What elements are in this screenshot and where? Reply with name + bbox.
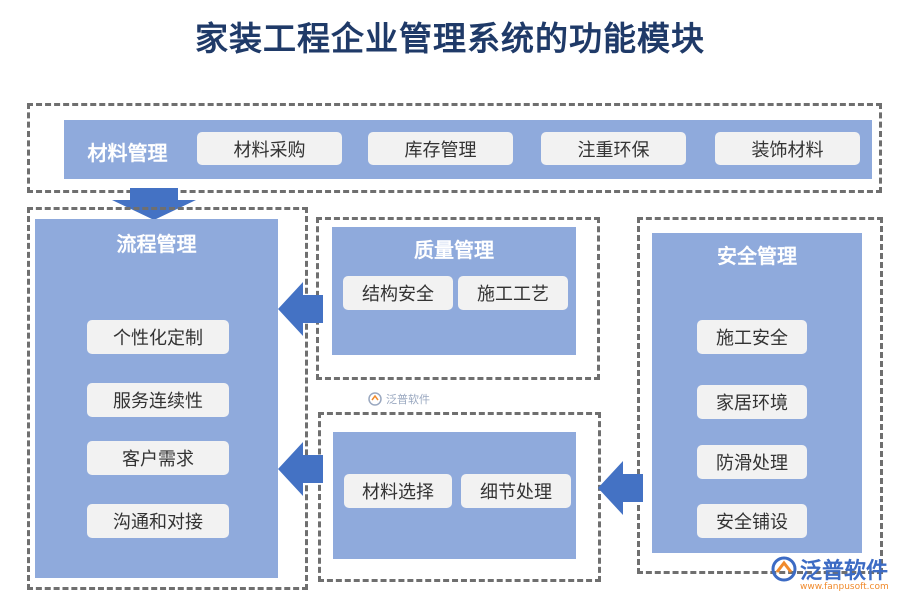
watermark: 泛普软件	[368, 391, 430, 407]
chip-eco: 注重环保	[541, 132, 686, 165]
chip-material-purchase: 材料采购	[197, 132, 342, 165]
chip-service-continuity: 服务连续性	[87, 383, 229, 417]
fanpu-logo-icon	[771, 556, 797, 582]
safety-section	[637, 217, 883, 574]
left-arrow-icon	[598, 461, 643, 515]
process-title: 流程管理	[116, 232, 197, 256]
down-arrow-icon	[112, 188, 196, 220]
brand-logo: 泛普软件 www.fanpusoft.com	[770, 553, 895, 597]
fanpu-watermark-icon	[368, 392, 382, 406]
page-title: 家装工程企业管理系统的功能模块	[195, 19, 705, 58]
chip-inventory: 库存管理	[368, 132, 513, 165]
chip-safe-laying: 安全铺设	[697, 504, 807, 538]
detail-section	[318, 412, 601, 582]
logo-url: www.fanpusoft.com	[800, 582, 889, 592]
chip-anti-slip: 防滑处理	[697, 445, 807, 479]
chip-construction-craft: 施工工艺	[458, 276, 568, 310]
watermark-text: 泛普软件	[386, 393, 430, 406]
safety-title: 安全管理	[717, 244, 797, 268]
logo-name: 泛普软件	[800, 559, 889, 584]
chip-communication: 沟通和对接	[87, 504, 229, 538]
chip-customization: 个性化定制	[87, 320, 229, 354]
materials-title: 材料管理	[87, 141, 168, 165]
chip-detail-handling: 细节处理	[461, 474, 571, 508]
quality-title: 质量管理	[414, 238, 494, 262]
chip-customer-needs: 客户需求	[87, 441, 229, 475]
chip-structure-safety: 结构安全	[343, 276, 453, 310]
left-arrow-icon	[278, 442, 323, 496]
chip-decor-material: 装饰材料	[715, 132, 860, 165]
chip-material-selection: 材料选择	[344, 474, 452, 508]
process-section	[27, 207, 308, 590]
left-arrow-icon	[278, 282, 323, 336]
chip-home-environment: 家居环境	[697, 385, 807, 419]
chip-construction-safety: 施工安全	[697, 320, 807, 354]
materials-section	[27, 103, 882, 193]
